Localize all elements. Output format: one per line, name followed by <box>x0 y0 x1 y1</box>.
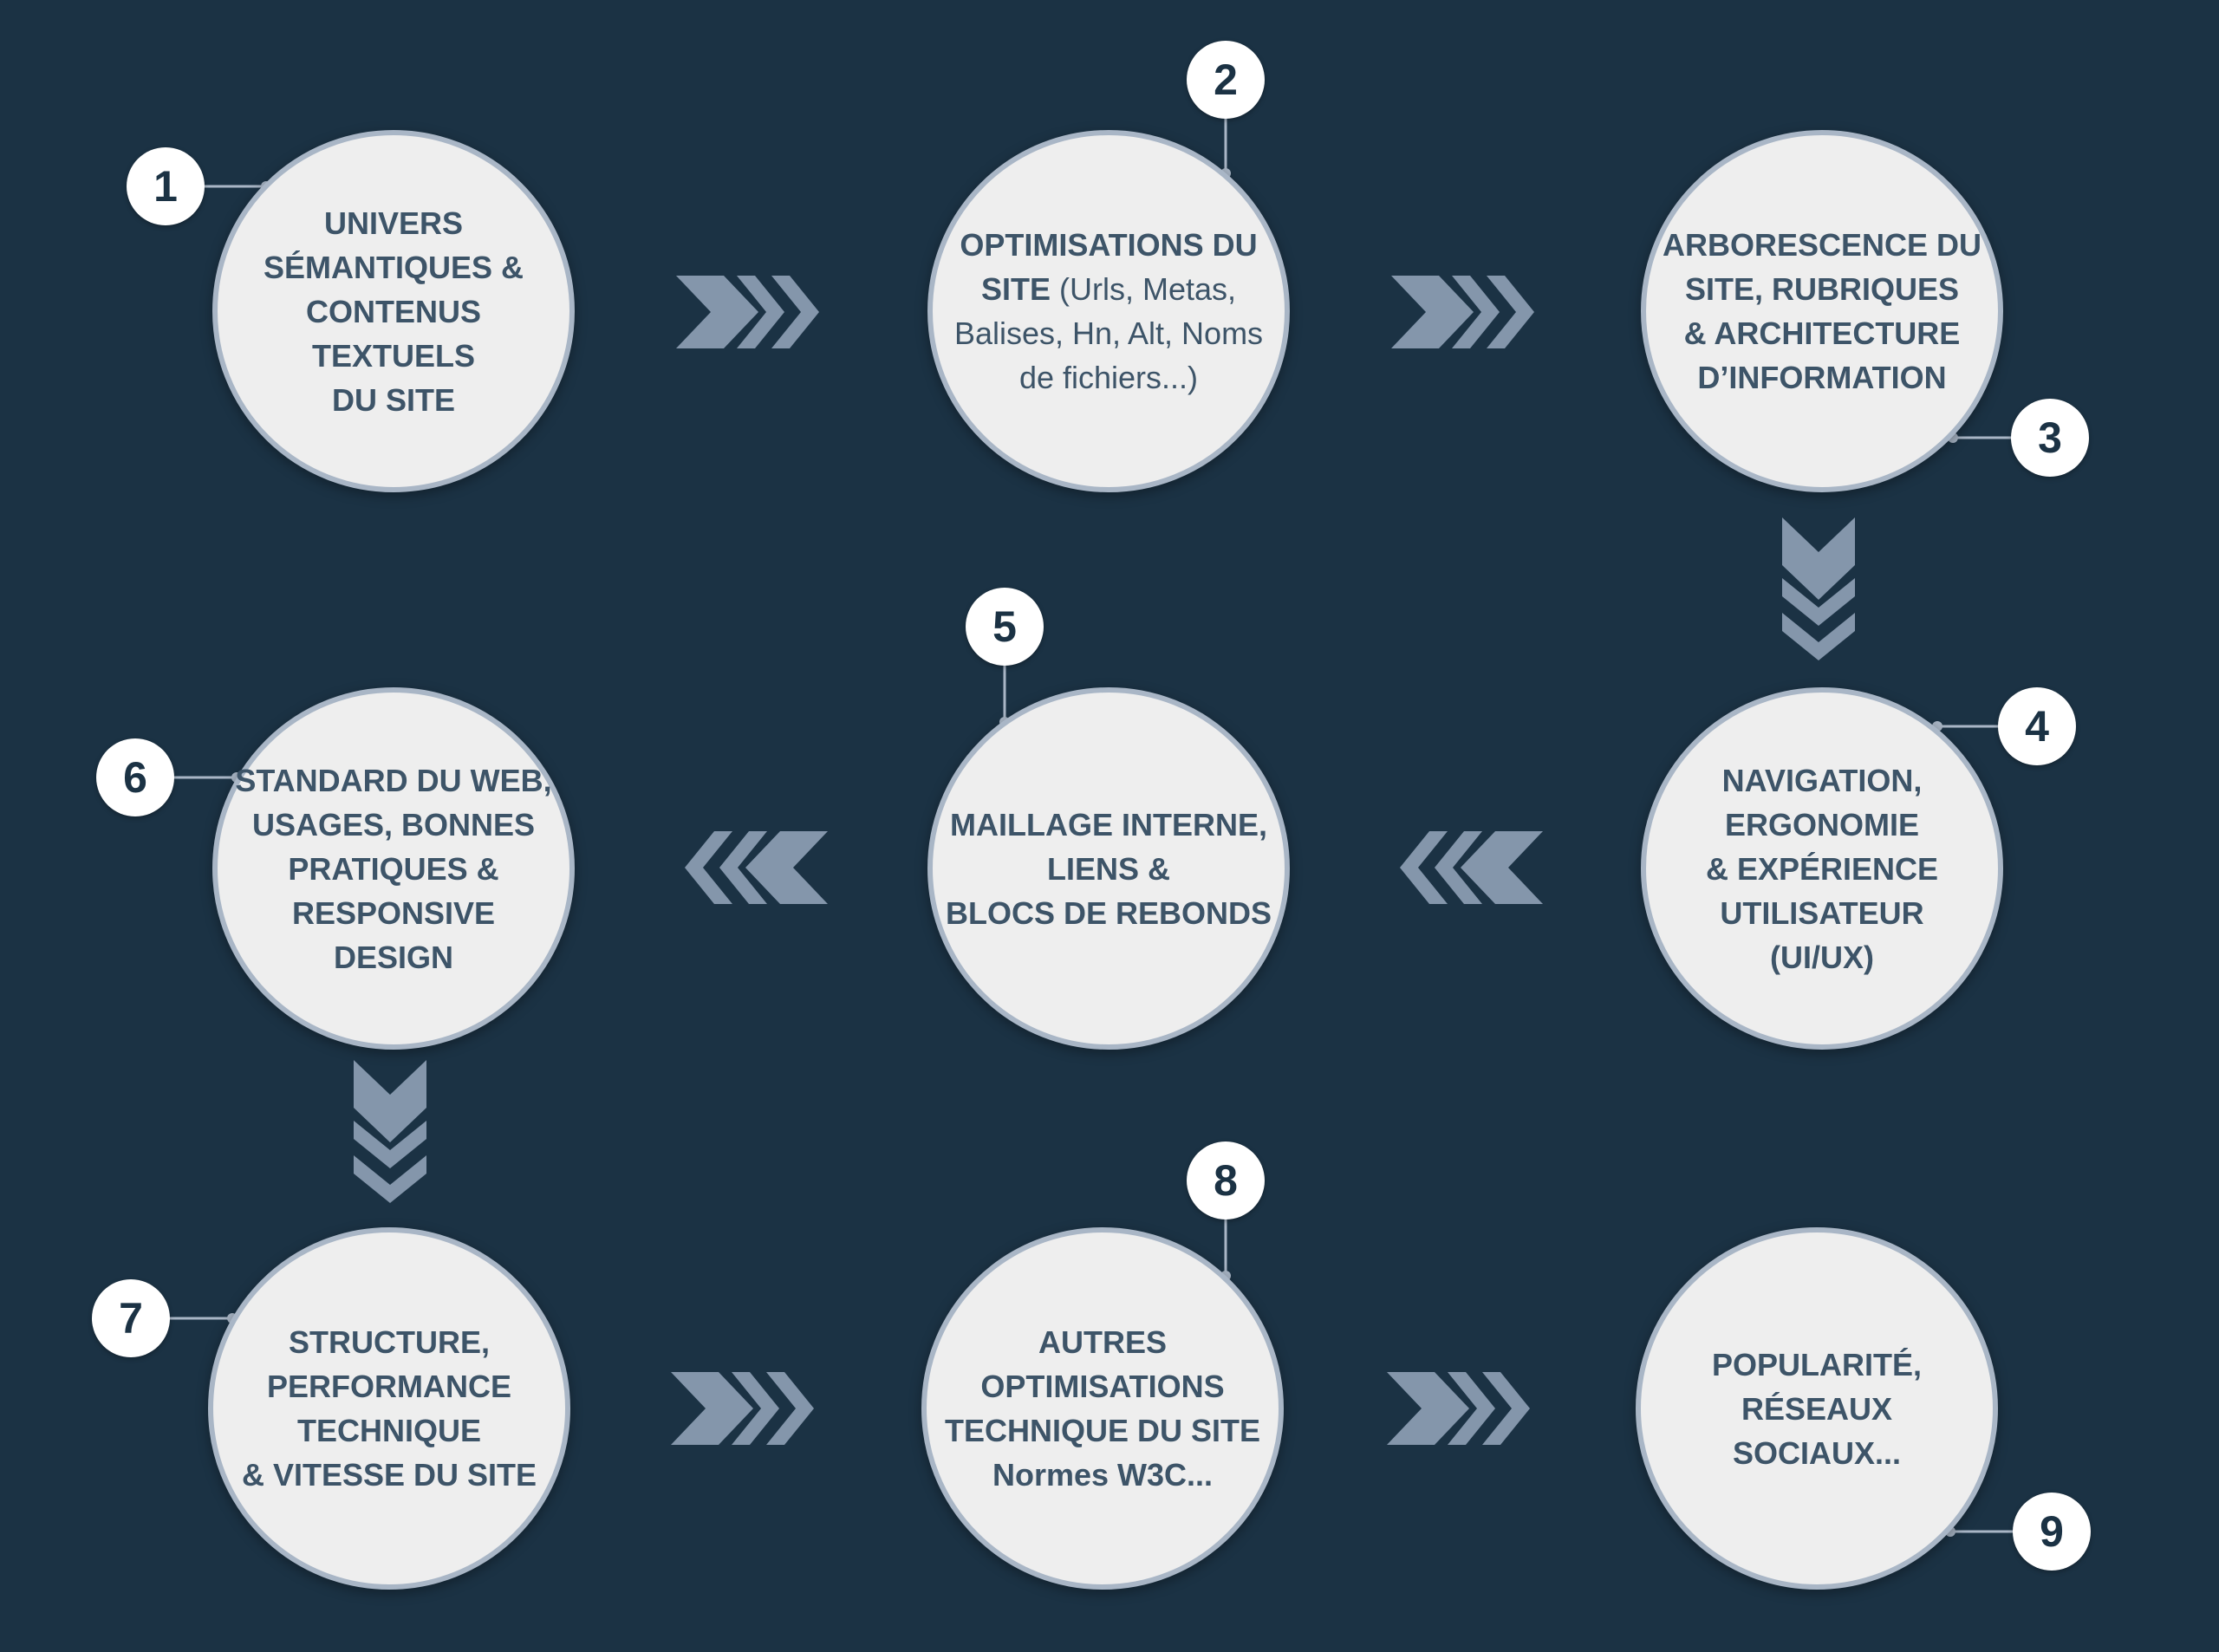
step-3-text-line: D’INFORMATION <box>1697 360 1947 395</box>
chevron-arrow-shape <box>1448 1372 1495 1445</box>
chevron-arrow-shape <box>771 276 819 348</box>
step-7-circle: STRUCTURE, PERFORMANCE TECHNIQUE & VITESSE … <box>208 1227 570 1590</box>
step-2-text-line: SITE (Urls, Metas, <box>954 267 1263 311</box>
step-2-text-fragment: (Urls, Metas, <box>1051 271 1237 307</box>
step-9-number-badge: 9 <box>2013 1493 2091 1571</box>
chevron-arrow-shape <box>1482 1372 1530 1445</box>
step-6-text-line: USAGES, BONNES <box>251 806 536 842</box>
step-1-text-line: DU SITE <box>331 381 455 418</box>
chevron-arrow-shape <box>719 831 767 904</box>
chevron-arrow-shape <box>685 831 732 904</box>
step-1-circle: UNIVERS SÉMANTIQUES & CONTENUS TEXTUELS DU … <box>212 130 575 492</box>
step-3-text-line: & ARCHITECTURE <box>1683 315 1961 351</box>
step-2-text-line: de fichiers...) <box>1018 360 1199 395</box>
chevron-arrow-shape <box>1461 831 1543 904</box>
arrow-step-4-to-5 <box>1400 831 1543 904</box>
arrow-step-2-to-3 <box>1391 276 1534 348</box>
step-3-circle: ARBORESCENCE DU SITE, RUBRIQUES & ARCHITEC… <box>1641 130 2003 492</box>
step-8-text-line: Normes W3C... <box>992 1457 1214 1493</box>
step-9-text: POPULARITÉ, RÉSEAUX SOCIAUX... <box>1641 1343 1993 1475</box>
chevron-arrow-shape <box>1782 517 1855 600</box>
step-4-number-badge: 4 <box>1998 687 2076 765</box>
chevron-arrow-shape <box>737 276 784 348</box>
step-9-text-line: RÉSEAUX SOCIAUX... <box>1732 1390 1902 1471</box>
step-4-text-line: (UI/UX) <box>1769 939 1874 975</box>
step-6-text: STANDARD DU WEB, USAGES, BONNES PRATIQUES … <box>218 758 569 979</box>
step-7-text-line: STRUCTURE, <box>288 1324 490 1360</box>
chevron-arrow-shape <box>1782 578 1855 626</box>
chevron-arrow-shape <box>1391 276 1474 348</box>
chevron-arrow-shape <box>1400 831 1448 904</box>
step-7-text-line: PERFORMANCE <box>266 1369 511 1404</box>
step-6-number-badge: 6 <box>96 738 174 816</box>
step-3-text-line: ARBORESCENCE DU <box>1662 227 1982 263</box>
step-1-text: UNIVERS SÉMANTIQUES & CONTENUS TEXTUELS DU … <box>218 201 569 422</box>
step-8-text: AUTRES OPTIMISATIONS TECHNIQUE DU SITE Norm… <box>933 1320 1272 1497</box>
step-5-number-badge: 5 <box>966 588 1044 666</box>
chevron-arrow-shape <box>766 1372 814 1445</box>
chevron-arrow-shape <box>1435 831 1482 904</box>
step-3-text: ARBORESCENCE DU SITE, RUBRIQUES & ARCHITEC… <box>1650 223 1994 400</box>
step-8-number-badge: 8 <box>1187 1141 1265 1219</box>
step-6-text-line: PRATIQUES & <box>288 850 499 887</box>
step-5-text-line: BLOCS DE REBONDS <box>945 894 1272 931</box>
step-1-number-badge: 1 <box>127 147 205 225</box>
step-7-text-line: TECHNIQUE <box>296 1413 481 1448</box>
step-2-text-line: OPTIMISATIONS DU <box>960 227 1258 263</box>
arrow-step-8-to-9 <box>1387 1372 1530 1445</box>
step-8-circle: AUTRES OPTIMISATIONS TECHNIQUE DU SITE Norm… <box>921 1227 1284 1590</box>
step-7-text-line: & VITESSE DU SITE <box>241 1457 537 1493</box>
step-8-text-line: TECHNIQUE DU SITE <box>944 1413 1261 1448</box>
chevron-arrow-shape <box>354 1121 426 1168</box>
step-4-text-line: & EXPÉRIENCE <box>1705 850 1939 887</box>
step-4-text-line: UTILISATEUR <box>1720 894 1924 931</box>
step-2-text-fragment: SITE <box>980 271 1051 307</box>
arrow-step-5-to-6 <box>685 831 828 904</box>
arrow-step-7-to-8 <box>671 1372 814 1445</box>
step-4-text: NAVIGATION, ERGONOMIE & EXPÉRIENCE UTILISAT… <box>1694 758 1950 979</box>
chevron-arrow-shape <box>676 276 758 348</box>
chevron-arrow-shape <box>1387 1372 1469 1445</box>
step-1-text-line: SÉMANTIQUES & <box>263 249 524 285</box>
step-4-circle: NAVIGATION, ERGONOMIE & EXPÉRIENCE UTILISAT… <box>1641 687 2003 1050</box>
step-5-text-line: LIENS & <box>1046 850 1170 887</box>
step-1-text-line: CONTENUS TEXTUELS <box>305 293 481 374</box>
step-4-text-line: NAVIGATION, <box>1721 762 1923 798</box>
step-6-text-line: STANDARD DU WEB, <box>235 762 552 798</box>
step-3-number-badge: 3 <box>2011 399 2089 477</box>
step-4-text-line: ERGONOMIE <box>1724 806 1919 842</box>
step-8-text-line: OPTIMISATIONS <box>980 1369 1225 1404</box>
chevron-arrow-shape <box>732 1372 779 1445</box>
step-9-circle: POPULARITÉ, RÉSEAUX SOCIAUX... <box>1636 1227 1998 1590</box>
chevron-arrow-shape <box>745 831 828 904</box>
chevron-arrow-shape <box>1452 276 1500 348</box>
step-9-text-line: POPULARITÉ, <box>1711 1346 1922 1382</box>
arrow-step-6-to-7 <box>354 1060 426 1203</box>
step-2-text: OPTIMISATIONS DU SITE (Urls, Metas, Balise… <box>942 223 1275 400</box>
step-7-number-badge: 7 <box>92 1279 170 1357</box>
step-7-text: STRUCTURE, PERFORMANCE TECHNIQUE & VITESSE … <box>230 1320 549 1497</box>
step-3-text-line: SITE, RUBRIQUES <box>1684 271 1960 307</box>
chevron-arrow-shape <box>1782 613 1855 660</box>
step-5-text: MAILLAGE INTERNE, LIENS & BLOCS DE REBONDS <box>934 803 1284 935</box>
step-2-number-badge: 2 <box>1187 41 1265 119</box>
step-6-text-line: RESPONSIVE DESIGN <box>291 894 496 975</box>
step-6-circle: STANDARD DU WEB, USAGES, BONNES PRATIQUES … <box>212 687 575 1050</box>
step-5-circle: MAILLAGE INTERNE, LIENS & BLOCS DE REBONDS <box>927 687 1290 1050</box>
chevron-arrow-shape <box>354 1060 426 1142</box>
step-2-circle: OPTIMISATIONS DU SITE (Urls, Metas, Balise… <box>927 130 1290 492</box>
step-5-text-line: MAILLAGE INTERNE, <box>950 806 1267 842</box>
step-2-text-line: Balises, Hn, Alt, Noms <box>953 315 1264 351</box>
step-1-text-line: UNIVERS <box>323 205 464 241</box>
step-8-text-line: AUTRES <box>1038 1324 1167 1360</box>
arrow-step-3-to-4 <box>1782 517 1855 660</box>
chevron-arrow-shape <box>354 1155 426 1203</box>
chevron-arrow-shape <box>671 1372 753 1445</box>
chevron-arrow-shape <box>1487 276 1534 348</box>
arrow-step-1-to-2 <box>676 276 819 348</box>
